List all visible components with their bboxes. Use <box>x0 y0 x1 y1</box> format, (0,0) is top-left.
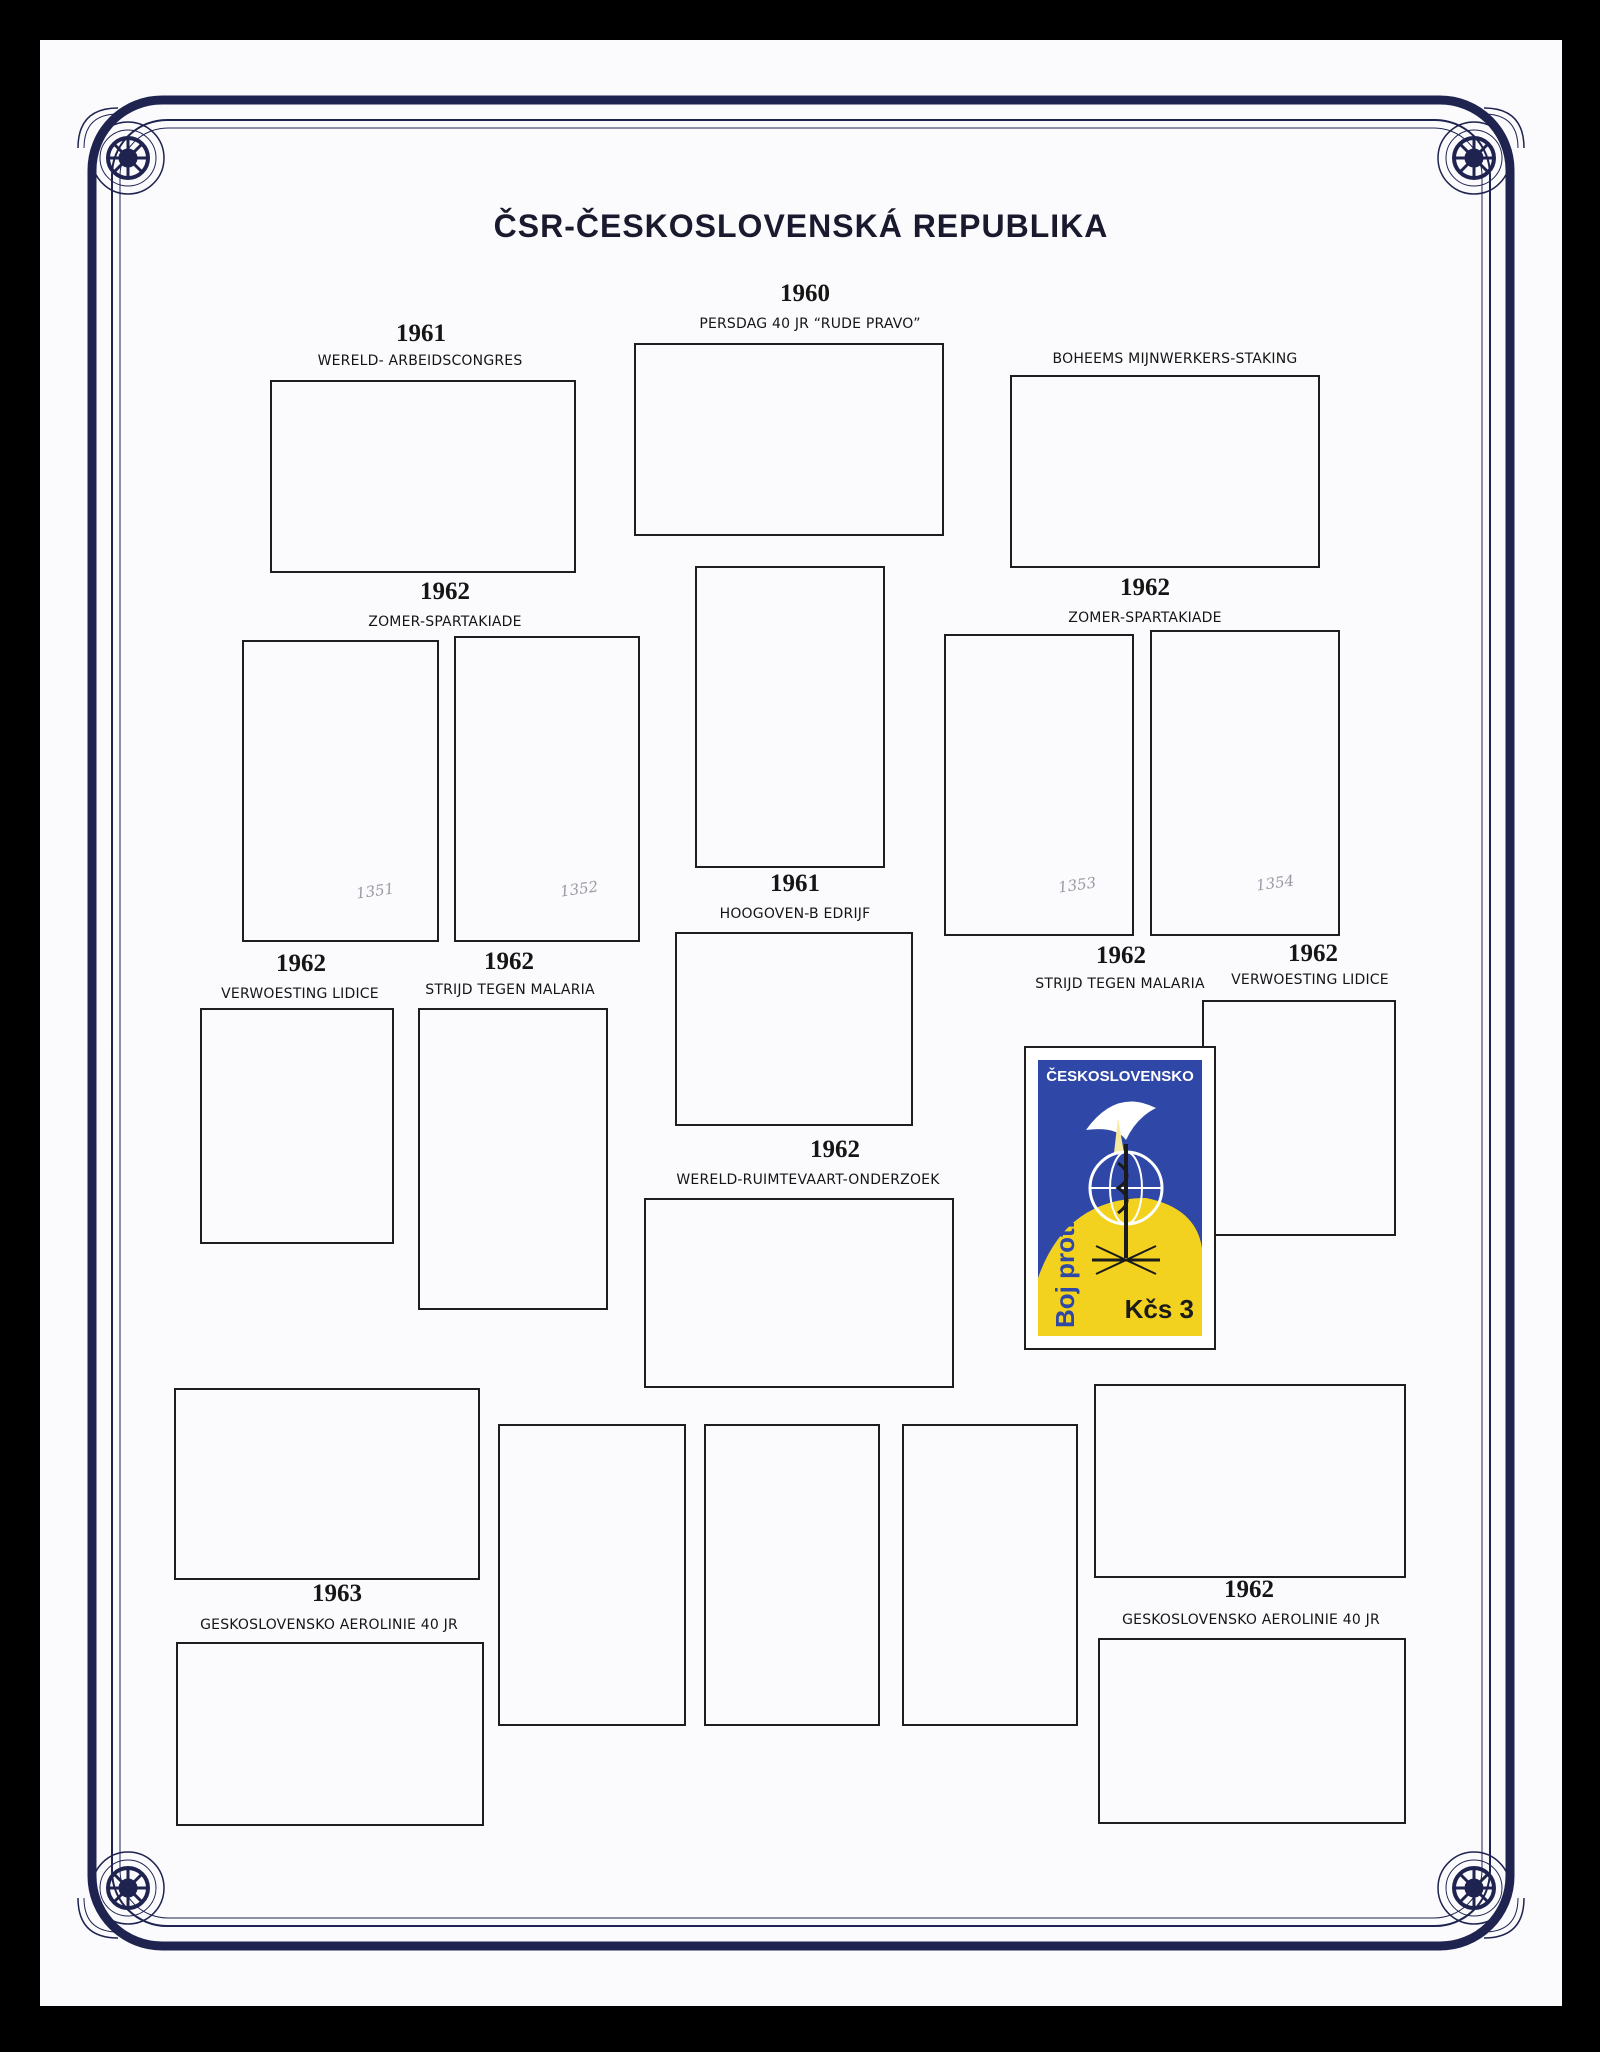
year-label: 1963 <box>312 1580 362 1607</box>
year-label: 1962 <box>1224 1576 1274 1603</box>
stamp-mount-box <box>1202 1000 1396 1236</box>
stamp-mount-box <box>270 380 576 573</box>
stamp-country: ČESKOSLOVENSKO <box>1046 1067 1194 1085</box>
caption: STRIJD TEGEN MALARIA <box>425 982 595 998</box>
caption: WERELD-RUIMTEVAART-ONDERZOEK <box>676 1172 940 1188</box>
stamp-mount-box <box>634 343 944 536</box>
stamp-mount-box <box>1094 1384 1406 1578</box>
year-label: 1962 <box>484 948 534 975</box>
year-label: 1962 <box>1096 942 1146 969</box>
caption: VERWOESTING LIDICE <box>1231 972 1389 988</box>
stamp-mount-box <box>1098 1638 1406 1824</box>
stamp-slogan: Boj proti malárii <box>1050 1130 1080 1328</box>
caption: HOOGOVEN-B EDRIJF <box>719 906 871 922</box>
year-label: 1961 <box>770 870 820 897</box>
stamp-mount-box <box>704 1424 880 1726</box>
stamp-mount-box <box>454 636 640 942</box>
year-label: 1961 <box>396 320 446 347</box>
caption: ZOMER-SPARTAKIADE <box>1068 610 1222 626</box>
stamp-mount-box <box>675 932 913 1126</box>
year-label: 1960 <box>780 280 830 307</box>
stamp-mount-box <box>200 1008 394 1244</box>
year-label: 1962 <box>420 578 470 605</box>
stamp-mount-box <box>176 1642 484 1826</box>
stamp-mount-box <box>418 1008 608 1310</box>
corner-ornament <box>77 107 165 195</box>
caption: VERWOESTING LIDICE <box>221 986 379 1002</box>
page-title: ČSR-ČESKOSLOVENSKÁ REPUBLIKA <box>493 208 1109 244</box>
caption: GESKOSLOVENSKO AEROLINIE 40 JR <box>1122 1612 1380 1628</box>
stamp-mount-box <box>242 640 439 942</box>
stamp-value: Kčs 3 <box>1125 1294 1194 1324</box>
caption: BOHEEMS MIJNWERKERS-STAKING <box>1052 351 1298 367</box>
stamp-mount-box <box>1010 375 1320 568</box>
year-label: 1962 <box>276 950 326 977</box>
stamp-mount-box <box>944 634 1134 936</box>
caption: GESKOSLOVENSKO AEROLINIE 40 JR <box>200 1617 458 1633</box>
caption: PERSDAG 40 JR “RUDE PRAVO” <box>699 316 921 332</box>
stamp-mount-box <box>498 1424 686 1726</box>
caption: WERELD- ARBEIDSCONGRES <box>317 353 523 369</box>
ornamental-border <box>76 95 1526 1951</box>
album-page: ČSR-ČESKOSLOVENSKÁ REPUBLIKA 1961 WERELD… <box>40 40 1562 2006</box>
stamp-mount-box <box>695 566 885 868</box>
stamp-mount-box <box>1150 630 1340 936</box>
caption: STRIJD TEGEN MALARIA <box>1035 976 1205 992</box>
stamp-mount-box <box>644 1198 954 1388</box>
caption: ZOMER-SPARTAKIADE <box>368 614 522 630</box>
year-label: 1962 <box>810 1136 860 1163</box>
year-label: 1962 <box>1288 940 1338 967</box>
stamp-mount-box <box>902 1424 1078 1726</box>
stamp-mount-box <box>174 1388 480 1580</box>
stamp-image: ČESKOSLOVENSKO Boj proti malárii Kčs 3 <box>1026 1048 1214 1348</box>
year-label: 1962 <box>1120 574 1170 601</box>
malaria-stamp: ČESKOSLOVENSKO Boj proti malárii Kčs 3 <box>1026 1048 1214 1348</box>
